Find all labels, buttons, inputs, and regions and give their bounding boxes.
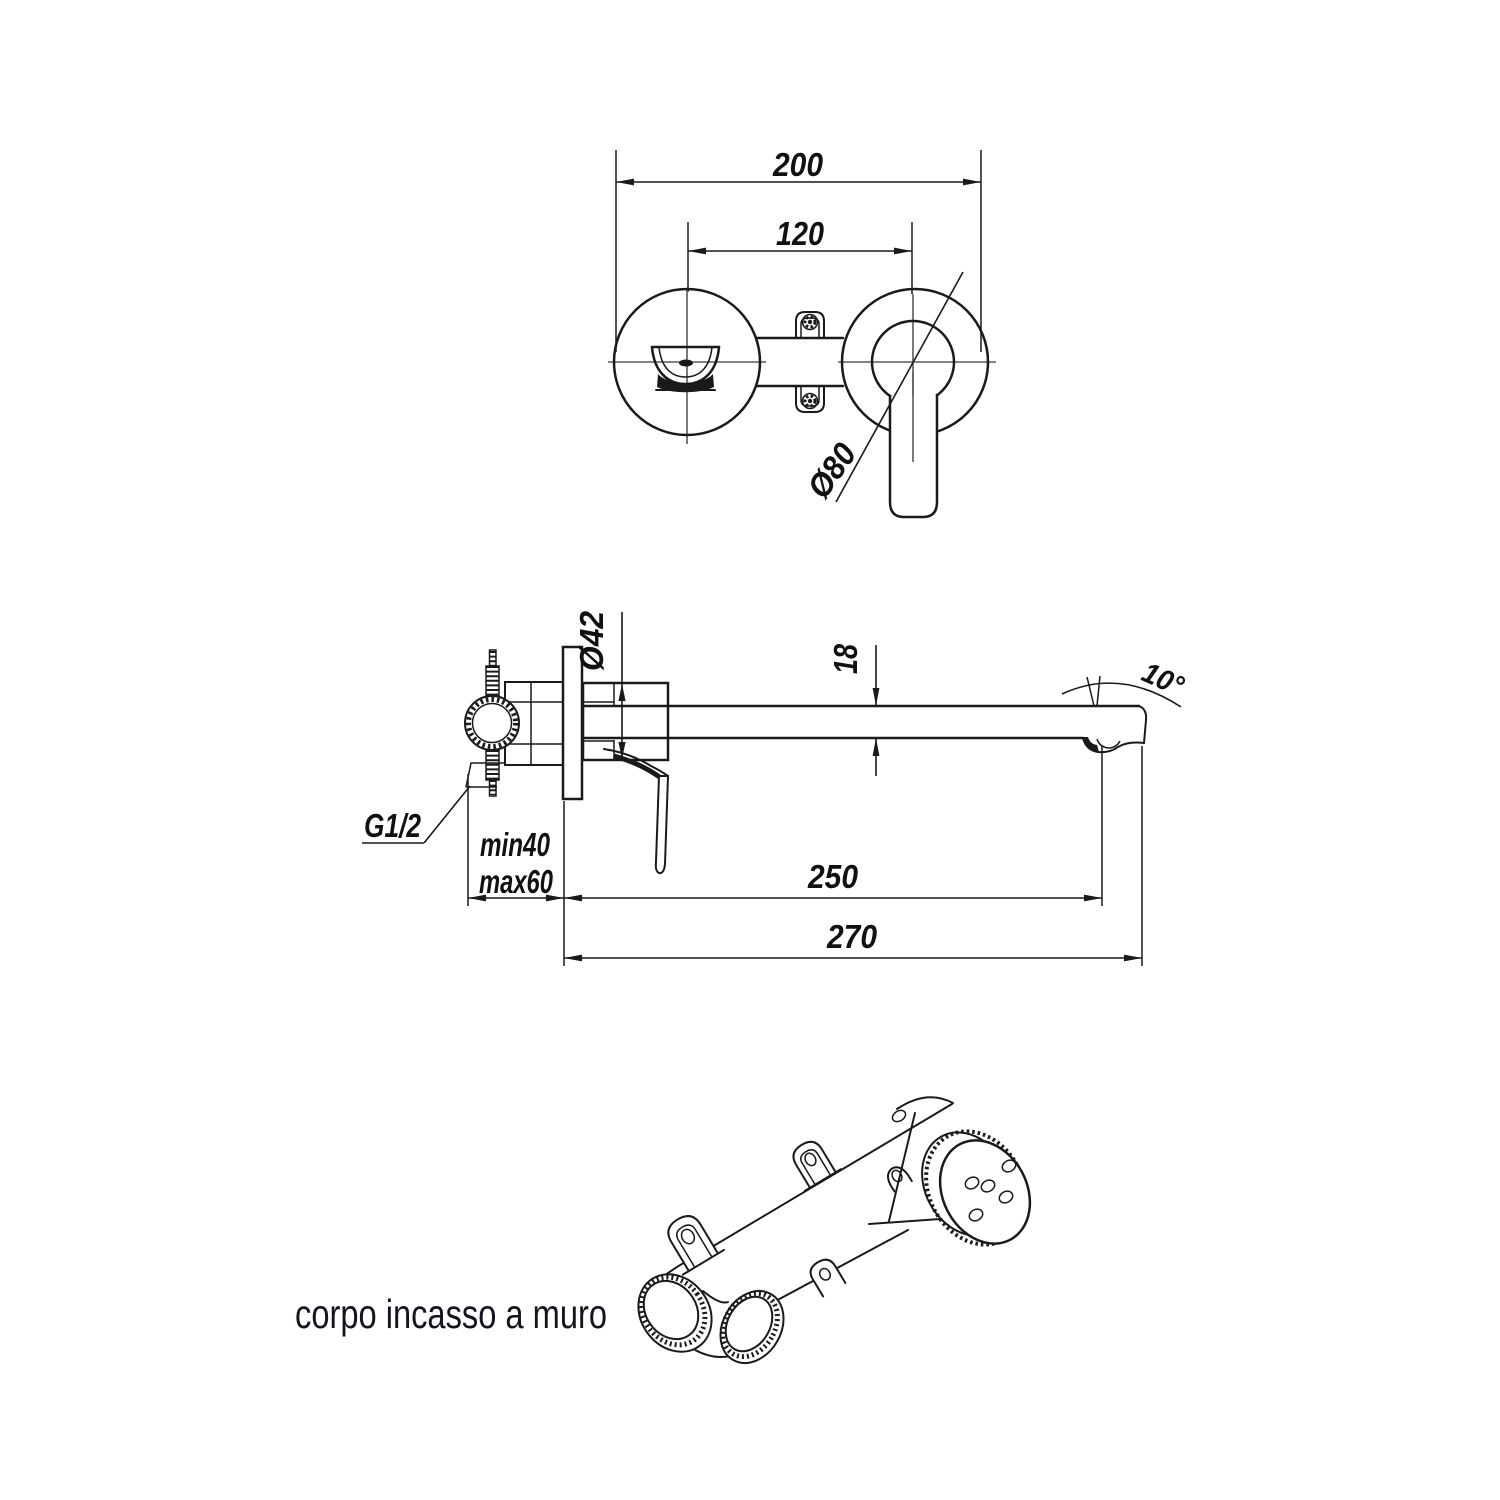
dim-120-label: 120 — [776, 215, 825, 252]
dim-max60-label: max60 — [479, 863, 553, 900]
in-wall-valve-body — [464, 649, 564, 797]
dimension-250: 250 — [564, 858, 1102, 902]
dimension-10deg: 10° — [1061, 657, 1189, 708]
dim-min40-label: min40 — [480, 826, 550, 863]
side-extension-lines — [467, 745, 1143, 966]
connecting-body — [755, 336, 845, 388]
screw-rosette-icon — [801, 313, 819, 331]
dimension-18: 18 — [827, 643, 880, 776]
screw-rosette-icon — [801, 392, 819, 410]
iso-lug-bottom — [809, 1258, 847, 1298]
dim-250-label: 250 — [807, 858, 858, 895]
cartridge-hole — [998, 1190, 1014, 1204]
dim-18-label: 18 — [827, 643, 864, 674]
iso-t-fitting — [637, 1256, 785, 1364]
iso-lug-left — [667, 1215, 725, 1276]
iso-view: corpo incasso a muro — [295, 1096, 1032, 1364]
dim-g12-label: G1/2 — [364, 807, 422, 844]
dimension-g12: G1/2 — [362, 785, 471, 844]
dim-d80-label: Ø80 — [800, 436, 864, 505]
dim-10deg-label: 10° — [1137, 657, 1189, 703]
dimension-270: 270 — [564, 918, 1142, 962]
dimension-depth: min40 max60 — [468, 826, 564, 902]
lug-hole — [818, 1267, 832, 1281]
cartridge-housing — [921, 1129, 1032, 1247]
mounting-tab-bottom — [795, 385, 825, 413]
side-view: Ø42 18 10° G1/2 m — [362, 610, 1189, 966]
dim-d80-leader — [835, 271, 964, 503]
cartridge-hole — [980, 1179, 996, 1193]
dimension-d42: Ø42 — [573, 610, 626, 761]
dim-270-label: 270 — [826, 918, 877, 955]
iso-caption: corpo incasso a muro — [295, 1291, 607, 1337]
mounting-tab-top — [795, 311, 825, 339]
spout-outlet-front — [650, 345, 721, 393]
dim-200-label: 200 — [772, 146, 823, 183]
dim-d42-label: Ø42 — [573, 610, 610, 671]
front-view: 200 120 — [608, 146, 996, 519]
dimension-200: 200 — [616, 146, 981, 186]
spout-tip — [1138, 705, 1148, 744]
spout-escutcheon-side — [581, 681, 670, 762]
spout-escutcheon-front — [612, 287, 762, 437]
lug-hole — [891, 1169, 903, 1183]
top-boss — [891, 1109, 907, 1123]
handle-lever-side — [603, 748, 670, 875]
cartridge-hole — [1001, 1159, 1017, 1173]
lug-hole — [680, 1228, 696, 1245]
iso-lug-top — [792, 1140, 842, 1192]
cartridge-collar — [896, 1096, 954, 1110]
lug-hole — [804, 1152, 817, 1167]
dimension-120: 120 — [688, 215, 912, 255]
spout-side — [581, 704, 1148, 754]
iso-ear-right — [887, 1166, 913, 1193]
cartridge-hole — [964, 1176, 980, 1190]
cartridge-hole — [968, 1208, 984, 1222]
